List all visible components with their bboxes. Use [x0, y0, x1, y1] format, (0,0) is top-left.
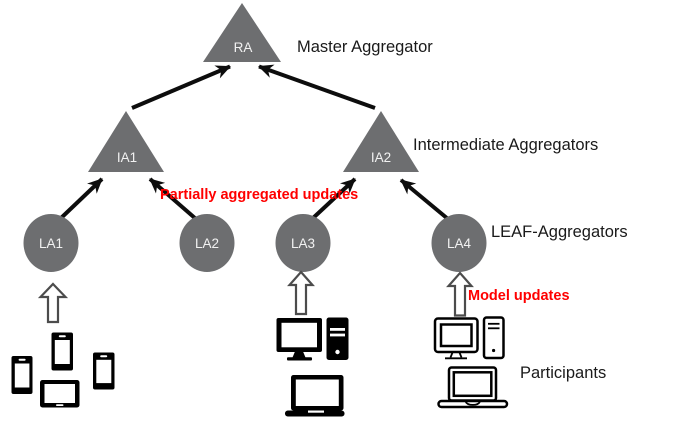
participant-cluster-desktop [276, 317, 349, 417]
upload-arrow-right-icon [446, 271, 474, 317]
participant-cluster-desktop-outline [433, 316, 509, 409]
edge-la3-to-ia2 [310, 177, 357, 221]
la1-node-id: LA1 [39, 236, 63, 251]
edge-la2-to-ia1 [148, 177, 198, 221]
la3-circle [275, 214, 331, 272]
la3-node-id: LA3 [291, 236, 315, 251]
ra-node-id: RA [234, 40, 253, 55]
intermediate-aggregator-node-2: IA2 [343, 111, 419, 172]
intermediate-aggregators-label: Intermediate Aggregators [413, 136, 598, 154]
la2-circle [179, 214, 235, 272]
tablet-icon [40, 380, 80, 408]
participant-cluster-mobiles [11, 332, 115, 408]
master-aggregator-node: RA [203, 3, 281, 62]
la4-node-id: LA4 [447, 236, 472, 251]
upload-arrow-center-icon [287, 270, 315, 316]
ia2-triangle [343, 111, 419, 172]
leaf-aggregator-node-1: LA1 [23, 214, 79, 272]
ra-triangle [203, 3, 281, 62]
leaf-aggregators-label: LEAF-Aggregators [491, 223, 628, 241]
smartphone-icon [93, 352, 115, 390]
edge-ia1-to-ra [131, 64, 231, 110]
smartphone-icon [51, 332, 73, 371]
laptop-icon [285, 375, 345, 417]
edge-ia2-to-ra [258, 64, 376, 110]
edge-la1-to-ia1 [58, 177, 104, 221]
edge-la4-to-ia2 [399, 178, 450, 221]
intermediate-aggregator-node-1: IA1 [88, 111, 164, 172]
partially-aggregated-updates-annotation: Partially aggregated updates [160, 187, 358, 203]
la1-circle [23, 214, 79, 272]
smartphone-icon [11, 356, 33, 394]
leaf-aggregator-node-4: LA4 [431, 214, 487, 272]
model-updates-annotation: Model updates [468, 288, 570, 304]
edges [58, 64, 450, 221]
leaf-aggregator-node-2: LA2 [179, 214, 235, 272]
la4-circle [431, 214, 487, 272]
ia1-triangle [88, 111, 164, 172]
desktop-pc-icon [433, 316, 505, 360]
la2-node-id: LA2 [195, 236, 219, 251]
ia1-node-id: IA1 [117, 150, 137, 165]
laptop-icon [437, 366, 509, 409]
leaf-aggregator-node-3: LA3 [275, 214, 331, 272]
upload-arrow-left-icon [37, 282, 69, 324]
master-aggregator-label: Master Aggregator [297, 38, 433, 56]
ia2-node-id: IA2 [371, 150, 391, 165]
desktop-pc-icon [276, 317, 349, 361]
participants-label: Participants [520, 364, 606, 382]
